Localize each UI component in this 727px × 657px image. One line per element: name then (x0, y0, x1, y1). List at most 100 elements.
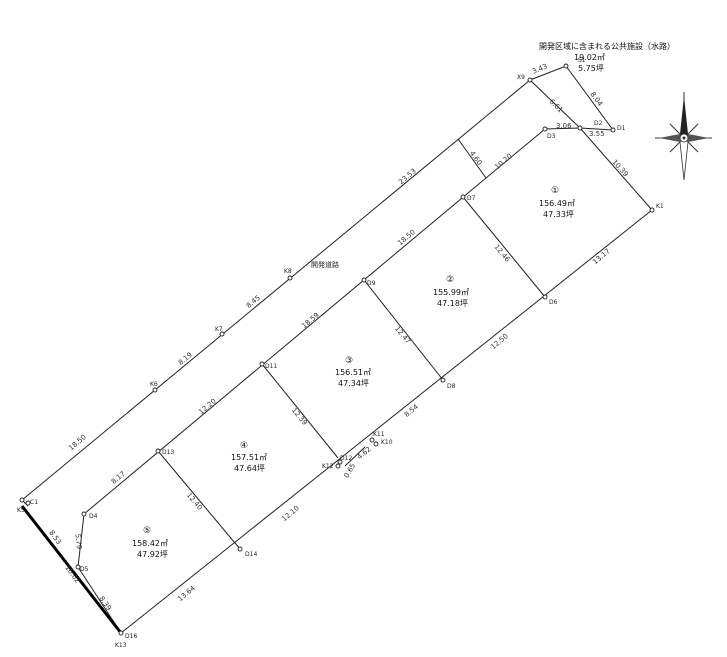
lot-5-area-m2: 158.42㎡ (132, 539, 168, 548)
label-d1: D1 (617, 125, 626, 132)
dim-355: 3.55 (589, 130, 605, 138)
point-d16 (118, 630, 124, 636)
point-d4 (81, 511, 87, 517)
note-area-m2: 19.02㎡ (574, 53, 605, 62)
road-edge-upper (21, 79, 531, 501)
label-d5: D5 (80, 566, 89, 573)
dim-845: 8.45 (245, 294, 262, 310)
label-k13: K13 (115, 642, 127, 649)
lot-1-area-m2: 156.49㎡ (539, 199, 575, 208)
lot-4-number: ④ (240, 441, 248, 451)
label-d8: D8 (447, 383, 456, 390)
label-d11: D11 (265, 363, 277, 370)
label-k10: K10 (381, 439, 393, 446)
dim-1210: 12.10 (280, 504, 300, 523)
public-facility-note: 開発区域に含まれる公共施設（水路） 19.02㎡ 5.75坪 (539, 41, 675, 73)
lot-5-number: ⑤ (143, 526, 151, 536)
label-s1: S1 (578, 57, 586, 64)
label-k1: K1 (656, 203, 664, 210)
point-d14 (237, 546, 243, 552)
lot-1: ① 156.49㎡ 47.33坪 (539, 186, 575, 219)
dim-661: 6.61 (548, 98, 565, 115)
label-d2: D2 (594, 120, 603, 127)
dim-1039: 10.39 (610, 158, 629, 178)
label-c1: C1 (30, 499, 38, 506)
edge-x9-s1 (529, 65, 567, 81)
dimension-labels: 3.43 8.04 6.61 3.06 3.55 4.60 10.20 10.3… (47, 62, 629, 612)
dim-854: 8.54 (403, 402, 421, 418)
dim-462: 4.62 (356, 445, 373, 461)
point-k7 (219, 331, 225, 337)
point-d6 (542, 294, 548, 300)
divider-4-5 (157, 450, 241, 550)
label-d7: D7 (467, 195, 476, 202)
lot-5: ⑤ 158.42㎡ 47.92坪 (132, 526, 168, 559)
road-label: 開発道路 (311, 260, 339, 269)
point-k11 (369, 437, 375, 443)
dim-306: 3.06 (556, 122, 572, 130)
point-k8 (287, 275, 293, 281)
divider-1-2 (462, 196, 546, 298)
point-d1 (610, 127, 616, 133)
point-d2 (577, 125, 583, 131)
lot-4-area-m2: 157.51㎡ (231, 453, 267, 462)
point-d8 (440, 377, 446, 383)
lot-3-number: ③ (345, 356, 353, 366)
edge-k11-k10 (344, 446, 366, 467)
divider-3-4 (261, 363, 339, 459)
point-k10 (373, 441, 379, 447)
label-d12: D12 (340, 455, 352, 462)
point-d3 (542, 126, 548, 132)
label-k6: K6 (150, 381, 158, 388)
label-k7: K7 (215, 326, 223, 333)
point-d7 (460, 194, 466, 200)
lot-2: ② 155.99㎡ 47.18坪 (433, 275, 469, 308)
north-compass-icon (655, 92, 712, 181)
frontage-line (83, 177, 487, 515)
edge-s1-d1 (565, 65, 614, 131)
edge-lower-boundary (120, 209, 653, 634)
road-cross-460 (457, 138, 487, 179)
point-d12 (337, 459, 343, 465)
dim-1240: 12.40 (185, 491, 204, 511)
note-title: 開発区域に含まれる公共施設（水路） (539, 41, 675, 51)
dim-1859: 18.59 (300, 311, 320, 330)
dim-1020: 10.20 (493, 152, 513, 171)
label-x9: X9 (517, 74, 525, 81)
point-d9 (361, 277, 367, 283)
label-k8: K8 (284, 268, 292, 275)
label-d3: D3 (547, 133, 556, 140)
label-k11: K11 (373, 431, 385, 438)
lot-4: ④ 157.51㎡ 47.64坪 (231, 441, 267, 473)
lot-1-number: ① (551, 186, 559, 196)
dim-065: 0.65 (343, 462, 358, 480)
dim-2353: 23.53 (397, 167, 417, 186)
survey-points (19, 63, 655, 636)
point-c1 (25, 500, 31, 506)
dim-579: 5.79 (73, 533, 83, 549)
label-d13: D13 (162, 449, 174, 456)
dim-817: 8.17 (110, 470, 127, 486)
point-labels: S1 X9 D3 D2 D1 K1 D7 D6 D9 D8 K8 K7 K6 D… (17, 57, 664, 649)
point-s1 (563, 63, 569, 69)
lot-2-area-m2: 155.99㎡ (433, 288, 469, 297)
edge-x9-d2 (529, 79, 581, 129)
point-k12 (335, 463, 341, 469)
label-d4: D4 (89, 513, 98, 520)
point-k1 (649, 207, 655, 213)
edge-d4-d5 (77, 513, 85, 568)
dim-1250: 12.50 (489, 332, 509, 351)
edge-d2-k1 (579, 127, 653, 211)
frontage-d3-d9 (485, 128, 546, 179)
label-k5: K5 (17, 507, 25, 514)
point-d11 (259, 361, 265, 367)
point-k6 (152, 387, 158, 393)
lot-2-area-tsubo: 47.18坪 (437, 299, 468, 308)
point-k5 (19, 497, 25, 503)
lot-3-area-tsubo: 47.34坪 (338, 379, 369, 388)
lot-2-number: ② (446, 275, 454, 285)
boundary-lines (20, 65, 653, 634)
note-area-tsubo: 5.75坪 (578, 64, 604, 73)
edge-d3-d2 (544, 127, 581, 130)
